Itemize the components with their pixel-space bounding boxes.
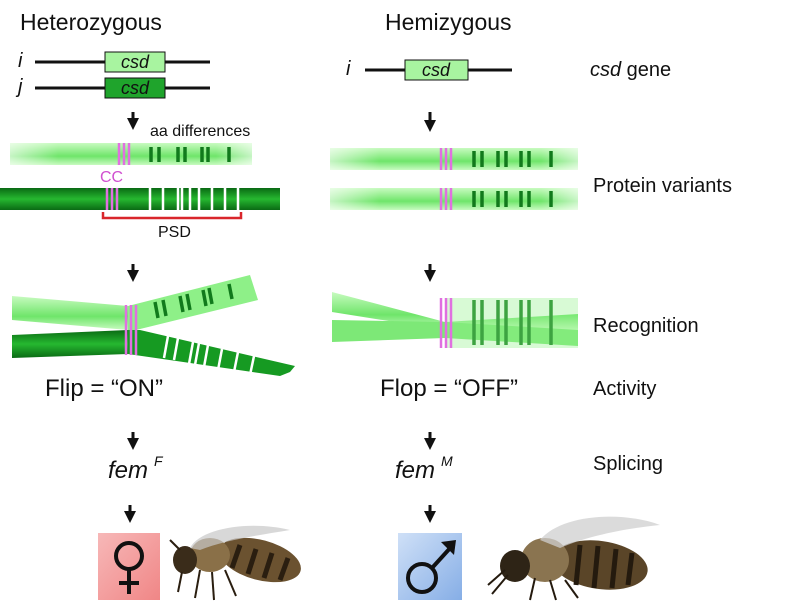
svg-text:csd: csd [121,78,150,98]
protein-variant-j-left [0,188,280,210]
svg-text:csd: csd [422,60,451,80]
svg-text:i: i [346,58,351,80]
female-symbol-icon [98,533,160,600]
psd-bracket [101,212,243,220]
gene-i-right: i csd [346,58,512,81]
protein-variant-i-left [10,143,252,165]
recognition-flip [12,275,295,376]
row-label-activity: Activity [593,378,656,400]
protein-variant-i-right-2 [330,188,578,210]
row-label-splicing: Splicing [593,453,663,475]
gene-i-left: i csd [18,50,210,73]
protein-variant-i-right-1 [330,148,578,170]
recognition-flop [332,292,578,348]
row-label-protein: Protein variants [593,175,732,197]
worker-bee-image [169,525,301,601]
cc-label: CC [100,169,123,186]
svg-text:csd: csd [121,52,150,72]
drone-bee-image [487,516,660,601]
gene-j-left: j csd [15,76,210,99]
activity-flip-on: Flip = “ON” [45,375,163,402]
svg-text:j: j [15,76,23,98]
activity-flop-off: Flop = “OFF” [380,375,518,402]
aa-differences-label: aa differences [150,123,250,140]
male-symbol-icon [398,533,462,600]
heterozygous-title: Heterozygous [20,9,162,35]
hemizygous-title: Hemizygous [385,9,512,35]
row-label-recognition: Recognition [593,315,699,337]
svg-text:i: i [18,50,23,72]
row-label-gene: csd gene [590,59,671,81]
psd-label: PSD [158,224,191,241]
